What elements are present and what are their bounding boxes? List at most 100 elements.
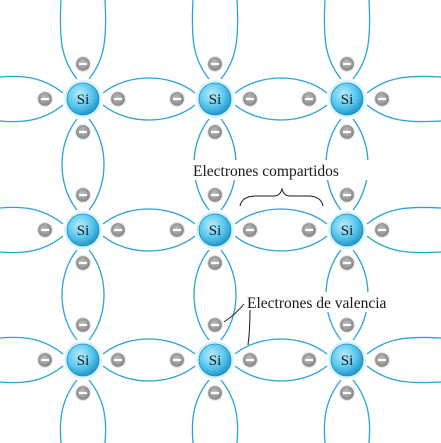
valence-leader-left [223,303,245,323]
minus-sign [114,97,122,101]
silicon-atom: Si [196,341,234,379]
bond-line [61,118,78,211]
bond-line [59,0,78,80]
bond-line [323,379,342,443]
valence-electron [75,317,91,333]
bond-line [0,365,64,384]
bond-line [366,235,441,254]
minus-sign [211,193,219,197]
minus-sign [211,62,219,66]
valence-electrons-label-bg [244,292,416,312]
minus-sign [41,97,49,101]
valence-electron [301,352,317,368]
minus-sign [173,97,181,101]
bond-line [193,249,210,341]
bond-line [102,77,196,94]
valence-electron [110,352,126,368]
valence-electron [37,352,53,368]
bond-line [366,104,441,123]
shared-electrons-brace [239,187,324,207]
atom-symbol: Si [341,353,354,369]
silicon-atom: Si [328,341,366,379]
minus-sign [173,358,181,362]
bond-line [323,0,342,80]
atom-core [198,82,232,116]
atom-symbol: Si [209,223,222,239]
valence-electron [374,222,390,238]
bond-line [234,365,328,382]
minus-sign [211,323,219,327]
shared-electrons-label: Electrones compartidos [193,163,339,180]
bond-line [220,0,239,80]
bond-line [88,379,107,443]
valence-electrons-annotation: Electrones de valencia [223,292,416,346]
atom-core [66,82,100,116]
minus-sign [41,228,49,232]
valence-electron [207,317,223,333]
silicon-atom: Si [328,211,366,249]
bond-line [352,379,371,443]
valence-electron [75,255,91,271]
atom-symbol: Si [77,92,90,108]
minus-sign [246,358,254,362]
atom-core [330,343,364,377]
valence-electron [339,56,355,72]
silicon-atom: Si [64,211,102,249]
minus-sign [343,391,351,395]
valence-electron [207,56,223,72]
bond-line [234,104,328,121]
minus-sign [378,228,386,232]
atom-core [66,343,100,377]
minus-sign [173,228,181,232]
valence-electron [169,91,185,107]
valence-electron [339,124,355,140]
bond-line [102,104,196,121]
bond-line [0,336,64,355]
bond-line [0,235,64,254]
valence-electron [169,222,185,238]
shared-electrons-annotation: Electrones compartidos [190,160,370,207]
valence-electron [339,255,355,271]
valence-electron [242,91,258,107]
bond-line [102,208,196,225]
valence-electron [339,187,355,203]
minus-sign [246,228,254,232]
bond-line [0,206,64,225]
bond-line [220,379,239,443]
bond-line [102,235,196,252]
atom-symbol: Si [341,223,354,239]
silicon-atom: Si [64,80,102,118]
minus-sign [79,130,87,134]
bond-line [352,0,371,80]
bond-line [366,336,441,355]
valence-electron [75,56,91,72]
minus-sign [79,261,87,265]
silicon-atom: Si [64,341,102,379]
valence-electron [169,352,185,368]
minus-sign [305,358,313,362]
valence-electrons [37,56,390,401]
minus-sign [246,97,254,101]
minus-sign [211,391,219,395]
bond-line [102,365,196,382]
valence-electron [301,222,317,238]
minus-sign [79,323,87,327]
minus-sign [343,193,351,197]
valence-electron [110,91,126,107]
bond-line [366,206,441,225]
atom-core [198,213,232,247]
bond-line [191,0,210,80]
minus-sign [343,261,351,265]
valence-electron [207,124,223,140]
bond-line [366,365,441,384]
minus-sign [114,228,122,232]
bond-line [88,249,105,341]
valence-electron [301,91,317,107]
atom-core [198,343,232,377]
valence-electron [75,187,91,203]
bond-line [191,379,210,443]
